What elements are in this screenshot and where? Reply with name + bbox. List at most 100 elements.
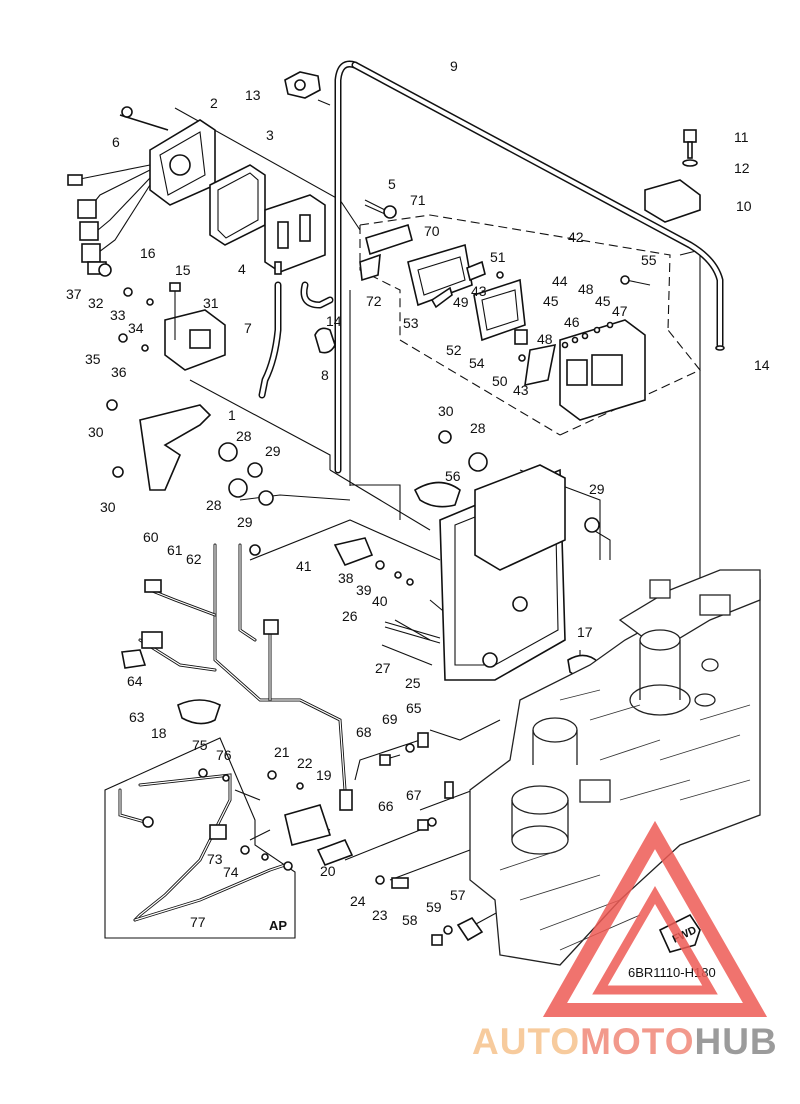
callout-label: 14 bbox=[326, 313, 342, 329]
callout-label: 36 bbox=[111, 364, 127, 380]
callout-label: 10 bbox=[736, 198, 752, 214]
callout-label: 62 bbox=[186, 551, 202, 567]
callout-label: 22 bbox=[297, 755, 313, 771]
watermark-moto: MOTO bbox=[580, 1021, 694, 1062]
callout-label: 68 bbox=[356, 724, 372, 740]
callout-label: 26 bbox=[342, 608, 358, 624]
callout-label: 45 bbox=[543, 293, 559, 309]
callout-label: 43 bbox=[513, 382, 529, 398]
callout-label: 15 bbox=[175, 262, 191, 278]
callout-label: 49 bbox=[453, 294, 469, 310]
callout-label: 54 bbox=[469, 355, 485, 371]
callout-label: 61 bbox=[167, 542, 183, 558]
callout-label: 28 bbox=[470, 420, 486, 436]
callout-label: 48 bbox=[537, 331, 553, 347]
bracket-10-bolt-11 bbox=[644, 129, 701, 223]
callout-label: 46 bbox=[564, 314, 580, 330]
callout-label: 1 bbox=[228, 407, 236, 423]
connector-bundle bbox=[67, 164, 151, 275]
callout-label: 2 bbox=[210, 95, 218, 111]
callout-label: 28 bbox=[236, 428, 252, 444]
callout-label: 30 bbox=[438, 403, 454, 419]
callout-label: 73 bbox=[207, 851, 223, 867]
callout-label: 28 bbox=[206, 497, 222, 513]
callout-label: 19 bbox=[316, 767, 332, 783]
callout-label: 21 bbox=[274, 744, 290, 760]
ecm-parts bbox=[407, 243, 651, 421]
callout-numbers: 1 2 3 4 5 6 7 8 9 10 11 12 13 14 14 15 1… bbox=[66, 58, 770, 930]
callout-label: 17 bbox=[577, 624, 593, 640]
callout-label: 25 bbox=[405, 675, 421, 691]
callout-label: 59 bbox=[426, 899, 442, 915]
callout-label: 18 bbox=[151, 725, 167, 741]
clip-8 bbox=[314, 327, 336, 354]
plates-70-72 bbox=[359, 223, 413, 282]
hose-assembly bbox=[334, 60, 725, 474]
callout-label: 67 bbox=[406, 787, 422, 803]
callout-label: 72 bbox=[366, 293, 382, 309]
ties-26-27 bbox=[381, 621, 441, 666]
callout-label: 74 bbox=[223, 864, 239, 880]
callout-label: 69 bbox=[382, 711, 398, 727]
callout-label: 30 bbox=[100, 499, 116, 515]
callout-label: 7 bbox=[244, 320, 252, 336]
engine-block bbox=[469, 569, 761, 966]
callout-label: 50 bbox=[492, 373, 508, 389]
watermark-auto: AUTO bbox=[472, 1021, 580, 1062]
bracket-2 bbox=[119, 106, 216, 206]
callout-label: 77 bbox=[190, 914, 206, 930]
callout-label: 43 bbox=[471, 283, 487, 299]
ap-box-label: AP bbox=[269, 918, 287, 933]
callout-label: 75 bbox=[192, 737, 208, 753]
grommets bbox=[218, 430, 600, 533]
clamp-13 bbox=[284, 71, 321, 99]
callout-label: 58 bbox=[402, 912, 418, 928]
callout-label: 32 bbox=[88, 295, 104, 311]
callout-label: 45 bbox=[595, 293, 611, 309]
callout-label: 34 bbox=[128, 320, 144, 336]
watermark: AUTOMOTOHUB bbox=[472, 820, 778, 1062]
callout-label: 44 bbox=[552, 273, 568, 289]
connector-41 bbox=[333, 537, 414, 586]
callout-label: 37 bbox=[66, 286, 82, 302]
callout-label: 41 bbox=[296, 558, 312, 574]
callout-label: 6 bbox=[112, 134, 120, 150]
callout-label: 20 bbox=[320, 863, 336, 879]
callout-label: 33 bbox=[110, 307, 126, 323]
callout-label: 30 bbox=[88, 424, 104, 440]
callout-label: 5 bbox=[388, 176, 396, 192]
callout-label: 60 bbox=[143, 529, 159, 545]
callout-label: 65 bbox=[406, 700, 422, 716]
callout-label: 24 bbox=[350, 893, 366, 909]
callout-label: 4 bbox=[238, 261, 246, 277]
cover-4 bbox=[264, 194, 326, 275]
callout-label: 40 bbox=[372, 593, 388, 609]
ap-inset-box bbox=[104, 737, 296, 939]
callout-label: 42 bbox=[568, 229, 584, 245]
callout-label: 35 bbox=[85, 351, 101, 367]
callout-label: 71 bbox=[410, 192, 426, 208]
coil-31 bbox=[98, 263, 226, 371]
callout-label: 11 bbox=[734, 129, 749, 145]
callout-label: 31 bbox=[203, 295, 219, 311]
callout-label: 47 bbox=[612, 303, 628, 319]
callout-label: 51 bbox=[490, 249, 506, 265]
small-hoses bbox=[258, 281, 334, 399]
callout-label: 29 bbox=[237, 514, 253, 530]
callout-label: 12 bbox=[734, 160, 750, 176]
callout-label: 53 bbox=[403, 315, 419, 331]
wire-harness-63 bbox=[121, 543, 347, 792]
callout-label: 64 bbox=[127, 673, 143, 689]
callout-label: 57 bbox=[450, 887, 466, 903]
callout-label: 3 bbox=[266, 127, 274, 143]
callout-label: 56 bbox=[445, 468, 461, 484]
bracket-1 bbox=[106, 399, 212, 491]
watermark-hub: HUB bbox=[694, 1021, 777, 1062]
callout-label: 38 bbox=[338, 570, 354, 586]
callout-label: 52 bbox=[446, 342, 462, 358]
callout-label: 29 bbox=[589, 481, 605, 497]
bolts-lower bbox=[379, 732, 484, 946]
callout-label: 8 bbox=[321, 367, 329, 383]
watermark-text: AUTOMOTOHUB bbox=[472, 1021, 778, 1062]
